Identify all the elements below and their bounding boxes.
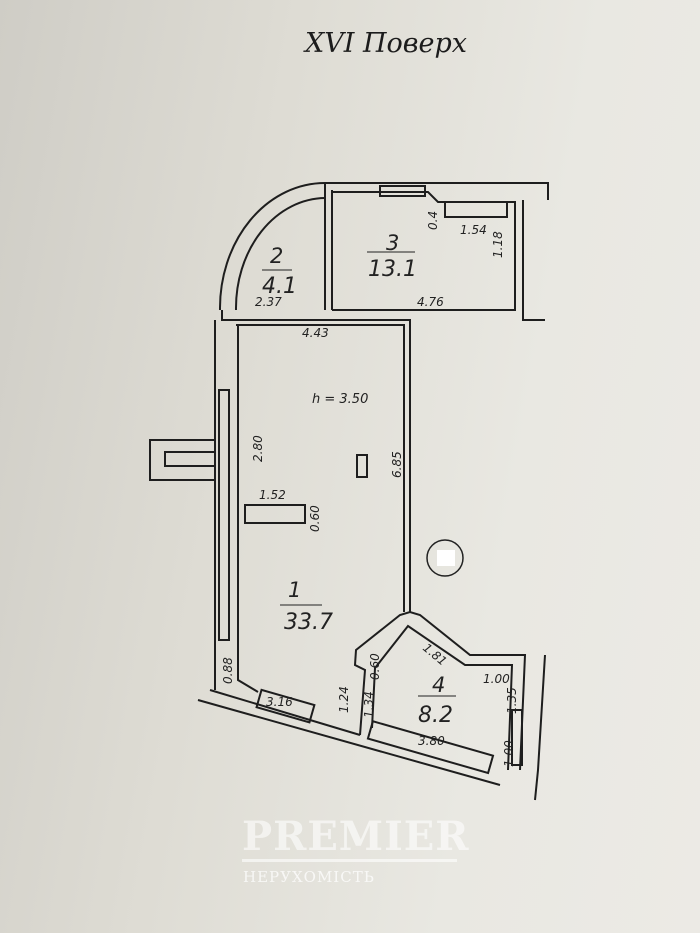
svg-text:PREMIER: PREMIER bbox=[242, 813, 470, 860]
svg-text:33.7: 33.7 bbox=[284, 610, 333, 635]
svg-text:13.1: 13.1 bbox=[368, 257, 417, 282]
svg-text:4.1: 4.1 bbox=[262, 274, 297, 299]
svg-text:8.2: 8.2 bbox=[418, 703, 453, 728]
svg-text:1.00: 1.00 bbox=[483, 672, 510, 686]
room-4-label: 4 8.2 bbox=[418, 673, 456, 728]
svg-text:2.37: 2.37 bbox=[255, 295, 282, 309]
svg-text:6.85: 6.85 bbox=[390, 451, 404, 478]
watermark-logo: PREMIER НЕРУХОМІСТЬ bbox=[242, 813, 470, 886]
svg-text:3.16: 3.16 bbox=[266, 695, 293, 709]
room-2-label: 2 4.1 bbox=[262, 244, 297, 299]
svg-text:0.60: 0.60 bbox=[308, 505, 322, 532]
svg-text:0.4: 0.4 bbox=[426, 211, 440, 230]
svg-text:1.81: 1.81 bbox=[420, 641, 449, 669]
svg-text:4.76: 4.76 bbox=[417, 295, 444, 309]
svg-text:1.54: 1.54 bbox=[460, 223, 487, 237]
svg-text:3: 3 bbox=[386, 231, 399, 255]
room-1-label: 1 33.7 bbox=[280, 578, 333, 635]
svg-text:1.34: 1.34 bbox=[362, 691, 376, 718]
floor-title: XVI Поверх bbox=[303, 28, 467, 59]
svg-text:4.43: 4.43 bbox=[302, 326, 329, 340]
svg-text:1.52: 1.52 bbox=[259, 488, 286, 502]
room-3-label: 3 13.1 bbox=[367, 231, 417, 282]
svg-text:1.24: 1.24 bbox=[337, 686, 351, 713]
svg-text:0.88: 0.88 bbox=[221, 657, 235, 684]
svg-text:1.18: 1.18 bbox=[491, 231, 505, 258]
svg-text:1.35: 1.35 bbox=[505, 687, 519, 714]
svg-text:1: 1 bbox=[288, 578, 301, 602]
svg-text:2: 2 bbox=[270, 244, 283, 268]
svg-text:4: 4 bbox=[432, 673, 445, 697]
ceiling-height: h = 3.50 bbox=[312, 392, 368, 407]
svg-text:3.80: 3.80 bbox=[418, 734, 445, 748]
walls bbox=[149, 182, 549, 801]
svg-text:1.00: 1.00 bbox=[502, 740, 516, 767]
dimension-labels: 0.4 1.54 1.18 2.37 4.76 4.43 2.80 6.85 1… bbox=[221, 211, 519, 767]
svg-text:НЕРУХОМІСТЬ: НЕРУХОМІСТЬ bbox=[243, 868, 375, 886]
svg-text:0.60: 0.60 bbox=[368, 653, 382, 680]
svg-text:2.80: 2.80 bbox=[251, 435, 265, 462]
